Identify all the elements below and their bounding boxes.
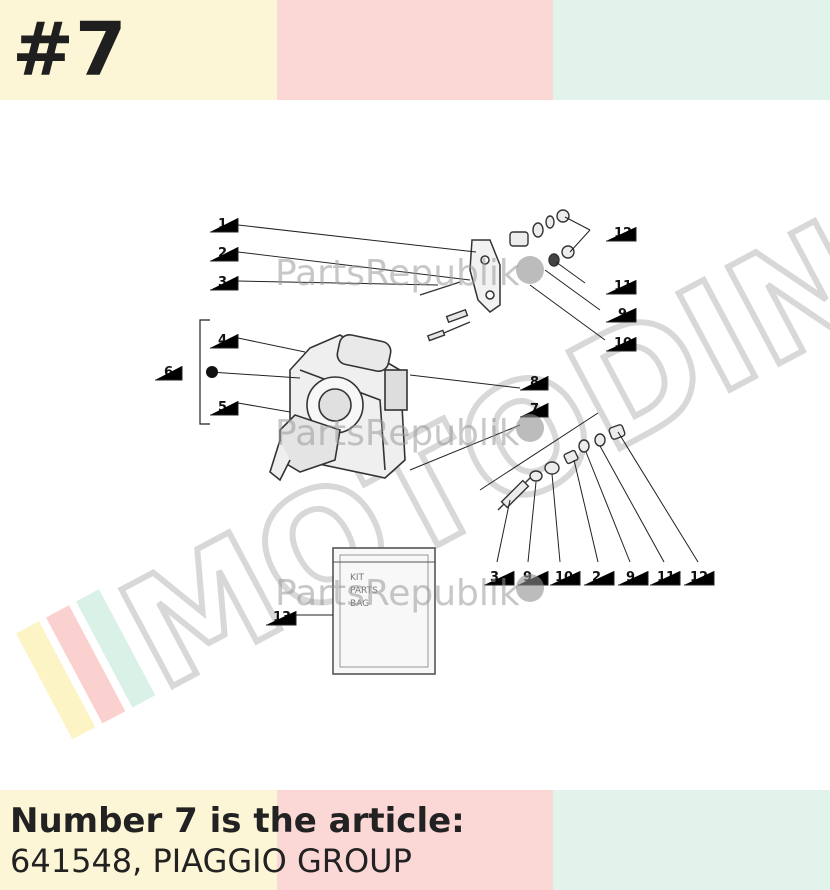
callout-4: 4 — [218, 333, 227, 348]
callout-6: 6 — [164, 365, 173, 380]
motor-housing — [269, 333, 408, 482]
callout-3: 3 — [218, 275, 227, 290]
band-pink-bottom — [276, 790, 554, 890]
callout-8: 8 — [530, 375, 539, 390]
bottom-color-band — [0, 790, 830, 890]
caption-heading: Number 7 is the article: — [10, 801, 465, 841]
kit-bag: KIT PARTS BAG — [332, 547, 436, 675]
partsrepublik-watermarks: PartsRepublik PartsRepublik PartsRepubli… — [275, 253, 544, 614]
band-mint — [553, 0, 830, 100]
gear-icon — [516, 574, 544, 602]
watermark-middle: PartsRepublik — [275, 413, 520, 454]
kit-label-1: KIT — [350, 573, 365, 583]
watermark-top: PartsRepublik — [275, 253, 520, 294]
band-mint-bottom — [553, 790, 830, 890]
gear-icon — [516, 414, 544, 442]
kit-label-2: PARTS — [350, 586, 378, 596]
callout-7: 7 — [530, 402, 539, 417]
item-number: #7 — [12, 7, 128, 93]
callout-3-bottom: 3 — [490, 570, 499, 585]
upper-studs — [419, 281, 471, 342]
watermark-bottom: PartsRepublik — [275, 573, 520, 614]
callout-2: 2 — [218, 246, 227, 261]
kit-label-3: BAG — [350, 599, 369, 609]
upper-fastener-stack — [509, 209, 575, 267]
callout-1: 1 — [218, 217, 227, 232]
callout-2-bottom: 2 — [592, 570, 601, 585]
band-yellow-bottom — [0, 790, 277, 890]
leader-lines — [209, 216, 699, 616]
callout-5: 5 — [218, 400, 227, 415]
bracket-plate — [469, 239, 501, 313]
group-dot-icon — [206, 366, 218, 378]
top-color-band — [0, 0, 830, 100]
gear-icon — [516, 256, 544, 284]
callout-underlines — [155, 218, 715, 626]
caption-body: 641548, PIAGGIO GROUP — [10, 842, 412, 880]
band-yellow — [0, 0, 277, 100]
parts-diagram: MOTODINASIA — [16, 100, 830, 740]
band-pink — [276, 0, 554, 100]
group-bracket-6 — [199, 319, 210, 425]
callout-9-bottom-b: 9 — [626, 570, 635, 585]
